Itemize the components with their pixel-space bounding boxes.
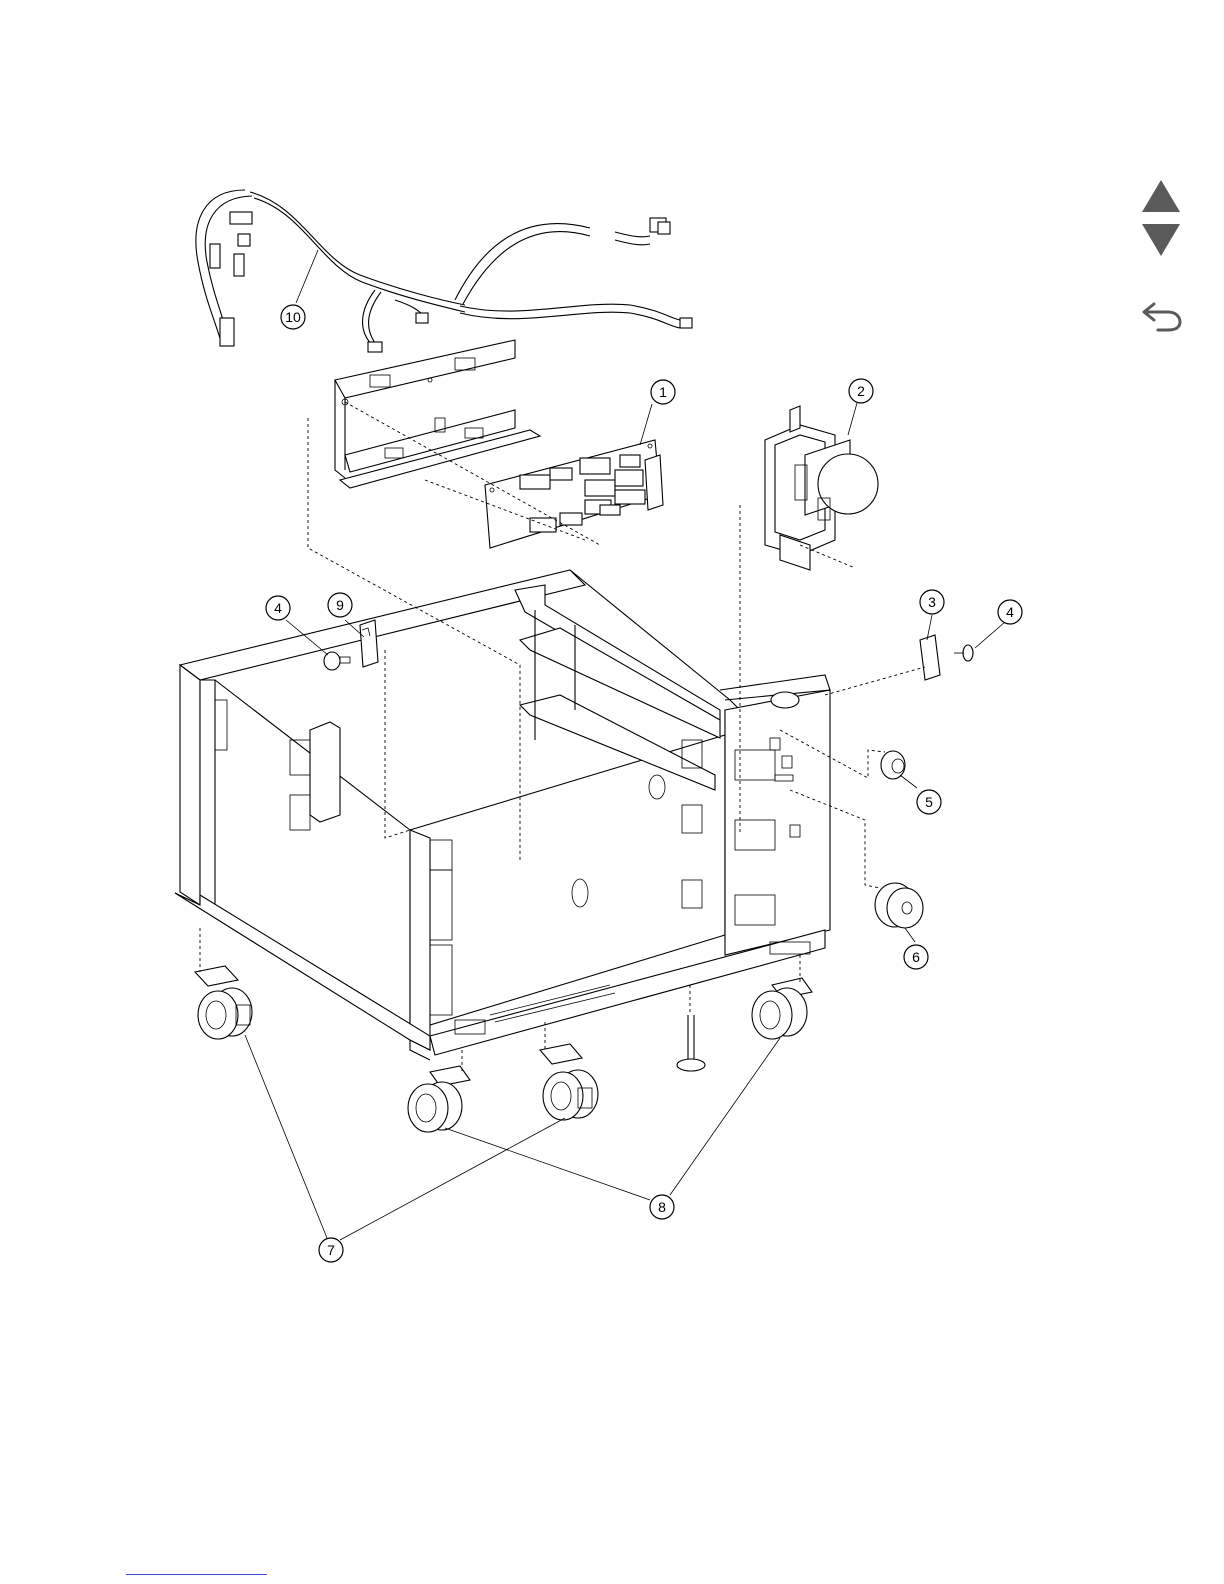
svg-text:2: 2 xyxy=(857,383,865,399)
callout-6: 6 xyxy=(904,945,928,969)
caster-front-middle xyxy=(408,1066,470,1132)
callout-9: 9 xyxy=(328,593,352,617)
caster-front-left xyxy=(195,966,252,1039)
caster-back-middle xyxy=(540,1044,598,1120)
callout-7: 7 xyxy=(319,1238,343,1262)
svg-text:10: 10 xyxy=(285,309,301,325)
cabinet-frame xyxy=(175,570,830,1060)
callout-10: 10 xyxy=(281,305,305,329)
triangle-up-icon[interactable] xyxy=(1140,178,1182,214)
part-6-gear xyxy=(875,883,923,928)
mounting-bracket xyxy=(335,340,540,488)
svg-text:8: 8 xyxy=(658,1199,666,1215)
part-3-bracket xyxy=(920,635,940,680)
svg-text:6: 6 xyxy=(912,949,920,965)
svg-text:1: 1 xyxy=(659,384,667,400)
svg-text:5: 5 xyxy=(925,794,933,810)
callout-2: 2 xyxy=(849,379,873,403)
part-9-bracket xyxy=(360,620,378,667)
controller-board xyxy=(485,440,663,548)
part-4-screw-right xyxy=(954,645,973,661)
callout-3: 3 xyxy=(920,590,944,614)
leveling-foot xyxy=(677,1015,705,1071)
part-5-gear xyxy=(881,751,905,779)
svg-text:7: 7 xyxy=(327,1242,335,1258)
callout-1: 1 xyxy=(651,380,675,404)
return-arrow-icon[interactable] xyxy=(1140,298,1184,334)
svg-text:4: 4 xyxy=(1006,604,1014,620)
footer-link[interactable] xyxy=(126,1556,267,1575)
cable-harness xyxy=(196,190,692,352)
callout-4-right: 4 xyxy=(998,600,1022,624)
caster-back-right xyxy=(752,978,812,1039)
motor-assembly xyxy=(765,406,878,570)
svg-text:9: 9 xyxy=(336,597,344,613)
callout-8: 8 xyxy=(650,1195,674,1219)
svg-text:3: 3 xyxy=(928,594,936,610)
triangle-down-icon[interactable] xyxy=(1140,222,1182,258)
svg-text:4: 4 xyxy=(274,600,282,616)
callout-5: 5 xyxy=(917,790,941,814)
callout-4-left: 4 xyxy=(266,596,290,620)
